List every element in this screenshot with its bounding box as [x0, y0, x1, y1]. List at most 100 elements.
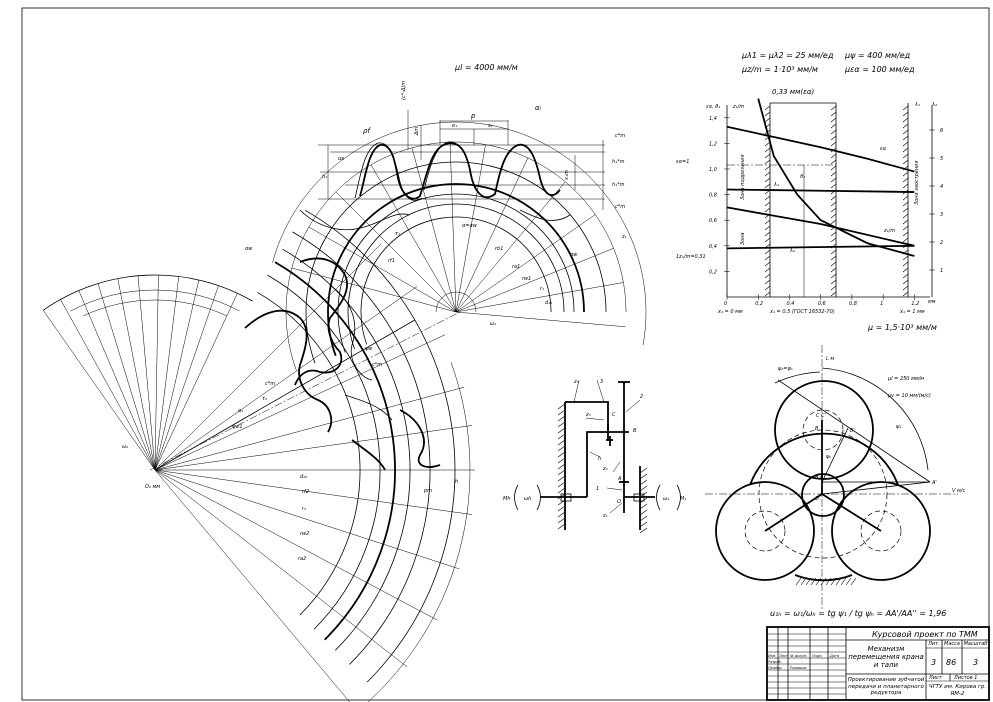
label-omega2: ω₂: [122, 444, 128, 450]
hatch-line: [902, 123, 909, 129]
label-c-bottom: c*m: [615, 204, 625, 210]
wall-hatch: [557, 481, 566, 488]
gear2-dim-arc: [367, 362, 471, 702]
label-ra2: ra2: [298, 556, 306, 562]
hatch-line: [764, 183, 771, 189]
tb-lit: 3: [931, 658, 936, 667]
x-tick-label: 0,6: [818, 301, 826, 307]
y2-tick-label: 6: [940, 128, 943, 134]
hatch-line: [830, 255, 837, 261]
y2-tick-label: 2: [940, 240, 943, 246]
label-alpha-w2: αw: [245, 246, 253, 252]
y2-tick-label: 4: [940, 184, 943, 190]
mech-label-m1: M₁: [680, 496, 686, 502]
hatch-line: [830, 267, 837, 273]
hatch-line: [830, 123, 837, 129]
chart-xnote-2: x₁ = 1 мм: [899, 309, 925, 315]
gear1-ray: [455, 248, 614, 313]
ground-hatch: [830, 577, 837, 586]
hatch-line: [902, 279, 909, 285]
y-tick-label: 1,0: [709, 167, 717, 173]
vp-scale-v: μv = 10 мм/(м/с): [887, 393, 931, 399]
gear1-ray: [291, 267, 457, 313]
wall-hatch: [557, 487, 566, 494]
gear2-circle: [274, 261, 396, 641]
tb-hdr-4: Дата: [829, 654, 839, 658]
wall-hatch: [557, 505, 566, 512]
wall-hatch: [557, 409, 566, 416]
hatch-line: [902, 273, 909, 279]
rotation-arrows: [514, 484, 681, 511]
hatch-line: [764, 255, 771, 261]
series-label: λ₁: [773, 182, 779, 188]
label-r1: r₁: [540, 286, 544, 292]
tb-sheet: Лист: [928, 675, 943, 681]
gear2-circle: [282, 248, 411, 651]
gear2-centre-line: [154, 319, 416, 471]
y2-tick-label: 5: [940, 156, 943, 162]
hatch-line: [902, 231, 909, 237]
hatch-line: [764, 147, 771, 153]
label-rw1: rw1: [522, 276, 531, 282]
label-dw2: d₂₂: [300, 474, 307, 480]
ground-hatch: [810, 577, 817, 586]
hatch-line: [902, 255, 909, 261]
mech-label-o: O: [617, 499, 621, 505]
gear2-rays: [42, 243, 475, 702]
x-tick-label: 1: [880, 301, 883, 307]
centre-distance-line: [149, 311, 461, 471]
tooth-profile-secondary: [354, 141, 473, 201]
gear1-circle: [347, 203, 565, 350]
chart-y2label-b: λ₂: [931, 102, 937, 108]
label-r2: r₂: [302, 506, 306, 512]
wall-hatch: [557, 427, 566, 434]
label-thickness: s₁: [488, 123, 493, 129]
hatch-line: [764, 159, 771, 165]
ground-hatch: [800, 577, 807, 586]
hatch-line: [830, 213, 837, 219]
sun-gear: [801, 473, 845, 517]
tb-scale: 3: [973, 658, 978, 667]
planet-gear-left: [715, 481, 815, 581]
tb-col-mass-cell: Масса: [944, 641, 960, 647]
tb-developed: Разраб.: [768, 660, 782, 664]
wall-hatch: [557, 403, 566, 410]
hatch-line: [830, 129, 837, 135]
series-label: λ₂: [789, 248, 795, 254]
hatch-line: [764, 141, 771, 147]
vp-o: O: [815, 496, 819, 502]
y-tick-label: 1,4: [709, 116, 717, 122]
gear1-ray: [455, 214, 596, 313]
label-psi: ψw: [365, 346, 373, 352]
gear2-circle: [304, 209, 456, 683]
gear1-hub: [435, 291, 477, 313]
wall-hatch: [639, 479, 648, 486]
hatch-line: [764, 111, 771, 117]
label-alpha-w: α=αw: [462, 223, 478, 229]
wall-hatch: [557, 517, 566, 524]
mech-label-c: C: [612, 412, 616, 418]
label-alpha-x: αx: [338, 156, 344, 162]
hatch-line: [764, 285, 771, 291]
x-tick-label: 0,4: [786, 301, 794, 307]
chart-zone-undercut: Зона подрезания: [740, 155, 746, 200]
gear2-ray: [154, 243, 382, 471]
gear1-circle: [305, 161, 607, 364]
hatch-line: [902, 129, 909, 135]
label-pitch: p: [470, 112, 476, 120]
hatch-line: [902, 225, 909, 231]
wall-hatch: [557, 463, 566, 470]
gear1-ray: [455, 181, 566, 313]
tooth-profile: [359, 142, 561, 200]
gear1-ray: [455, 144, 486, 313]
label-space: e₁: [452, 123, 457, 129]
tb-hdr-1: Лист: [778, 654, 789, 658]
label-c2m: c*m: [372, 362, 382, 368]
hatch-line: [902, 285, 909, 291]
tb-mass: 86: [946, 658, 956, 667]
gear1-ray: [370, 164, 457, 313]
gear2-circle: [267, 274, 381, 630]
gear1-ray: [455, 282, 624, 313]
hatch-line: [902, 267, 909, 273]
